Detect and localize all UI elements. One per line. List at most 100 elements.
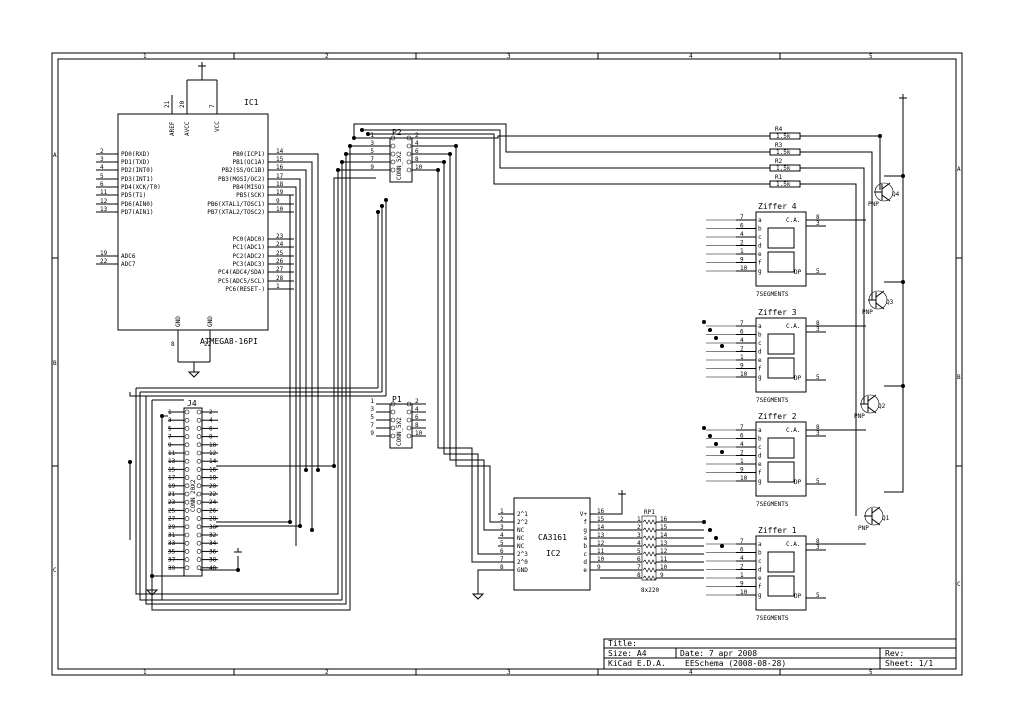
title-label: Title: bbox=[608, 639, 637, 648]
ic2-right-pin-name: e bbox=[583, 567, 587, 574]
junction-dot bbox=[160, 414, 164, 418]
display-ca-pin: 8 bbox=[816, 214, 820, 221]
j4-right-num: 34 bbox=[209, 540, 217, 547]
display-pin-name: a bbox=[758, 427, 762, 434]
ic2-right-pin-name: g bbox=[583, 527, 587, 534]
j4-left-num: 31 bbox=[168, 532, 176, 539]
vcc-symbol-j4 bbox=[234, 548, 242, 553]
j4-left-num: 33 bbox=[168, 540, 176, 547]
p1-pins-left-num: 9 bbox=[370, 430, 374, 437]
display-pin-name: e bbox=[758, 357, 762, 364]
ic1-left-pin-num: 22 bbox=[100, 258, 108, 265]
rp1-right-num: 14 bbox=[660, 532, 668, 539]
p1-pins-right-num: 4 bbox=[415, 406, 419, 413]
p2-value: CONN_5X2 bbox=[396, 151, 403, 180]
j4-left-num: 7 bbox=[168, 434, 172, 441]
display-pin-num: 9 bbox=[740, 467, 744, 474]
j4-left-num: 23 bbox=[168, 499, 176, 506]
rp1-left-num: 3 bbox=[637, 532, 641, 539]
ic2-right-pin-num: 13 bbox=[597, 532, 605, 539]
ic2-right-pin-num: 16 bbox=[597, 508, 605, 515]
resistor-value: 1.5k bbox=[776, 133, 791, 140]
ic1-right-pin-num: 26 bbox=[276, 258, 284, 265]
ic1-right-pin-name: PC2(ADC2) bbox=[232, 253, 265, 260]
ic1-right-pin-num: 23 bbox=[276, 233, 284, 240]
ic1-atmega8[interactable]: IC1 ATMEGA8-16PI 21 20 7 AREF AVCC VCC bbox=[96, 70, 294, 372]
frame-num-top-5: 5 bbox=[869, 53, 873, 60]
display-pin-name: f bbox=[758, 366, 762, 373]
junction-dot bbox=[376, 210, 380, 214]
junction-dot bbox=[901, 174, 905, 178]
ic1-right-pin-name: PB1(OC1A) bbox=[232, 159, 265, 166]
ic1-left-pin-num: 5 bbox=[100, 173, 104, 180]
junction-dots bbox=[128, 128, 905, 578]
ic1-right-pin-num: 27 bbox=[276, 266, 284, 273]
display-pin-name: a bbox=[758, 541, 762, 548]
display-pin-name: c bbox=[758, 340, 762, 347]
display-pin-num: 9 bbox=[740, 581, 744, 588]
ic1-value: ATMEGA8-16PI bbox=[200, 337, 258, 346]
junction-dot bbox=[901, 384, 905, 388]
vcc-symbol-ic2 bbox=[618, 490, 626, 495]
display-value: 7SEGMENTS bbox=[756, 291, 789, 298]
junction-dot bbox=[708, 328, 712, 332]
p1-pins-left-num: 1 bbox=[370, 398, 374, 405]
display-pin-name: b bbox=[758, 332, 762, 339]
ic1-right-pin-num: 24 bbox=[276, 241, 284, 248]
ic1-right-pin-name: PB0(ICP1) bbox=[232, 151, 265, 158]
display-pin-num: 4 bbox=[740, 337, 744, 344]
j4-left-num: 35 bbox=[168, 548, 176, 555]
display-pin-name: c bbox=[758, 234, 762, 241]
display-pin-name: d bbox=[758, 349, 762, 356]
ic1-right-pin-num: 17 bbox=[276, 173, 284, 180]
gnd-symbol-j4 bbox=[145, 589, 159, 596]
j4-left-num: 25 bbox=[168, 507, 176, 514]
p1-pins-left-num: 7 bbox=[370, 422, 374, 429]
junction-dot bbox=[384, 198, 388, 202]
junction-dot bbox=[316, 468, 320, 472]
j4-left-num: 37 bbox=[168, 557, 176, 564]
resistor-value: 1.5k bbox=[776, 165, 791, 172]
ic1-left-pin-name: PD4(XCK/T0) bbox=[121, 184, 161, 191]
j4-right-num: 8 bbox=[209, 434, 213, 441]
junction-dot bbox=[448, 152, 452, 156]
j4-right-num: 28 bbox=[209, 516, 217, 523]
ic1-right-pin-name: PC1(ADC1) bbox=[232, 244, 265, 251]
display-ref: Ziffer 3 bbox=[758, 308, 797, 317]
display-pin-name: e bbox=[758, 461, 762, 468]
display-pin-num: 10 bbox=[740, 371, 748, 378]
ic2-right-pin-name: a bbox=[583, 535, 587, 542]
ic2-right-pin-name: d bbox=[583, 559, 587, 566]
frame-letter-left-c: C bbox=[53, 567, 57, 574]
junction-dot bbox=[340, 160, 344, 164]
junction-dot bbox=[454, 144, 458, 148]
ic2-right-pin-num: 11 bbox=[597, 548, 605, 555]
display-ca-label: C.A. bbox=[786, 541, 800, 548]
ic2-left-pin-num: 3 bbox=[500, 524, 504, 531]
ic1-pin-gnd-a: GND bbox=[175, 316, 182, 327]
ic1-left-pin-num: 19 bbox=[100, 250, 108, 257]
transistor-type: PNP bbox=[862, 309, 873, 316]
p2-ref: P2 bbox=[392, 128, 402, 137]
display-dp-label: DP bbox=[794, 269, 802, 276]
ic1-left-pin-num: 3 bbox=[100, 156, 104, 163]
ic2-right-pin-num: 9 bbox=[597, 564, 601, 571]
display-pin-num: 2 bbox=[740, 564, 744, 571]
ic1-left-pin-num: 4 bbox=[100, 164, 104, 171]
ic2-left-pin-num: 5 bbox=[500, 540, 504, 547]
ic1-right-pin-num: 15 bbox=[276, 156, 284, 163]
display-pin-name: c bbox=[758, 444, 762, 451]
